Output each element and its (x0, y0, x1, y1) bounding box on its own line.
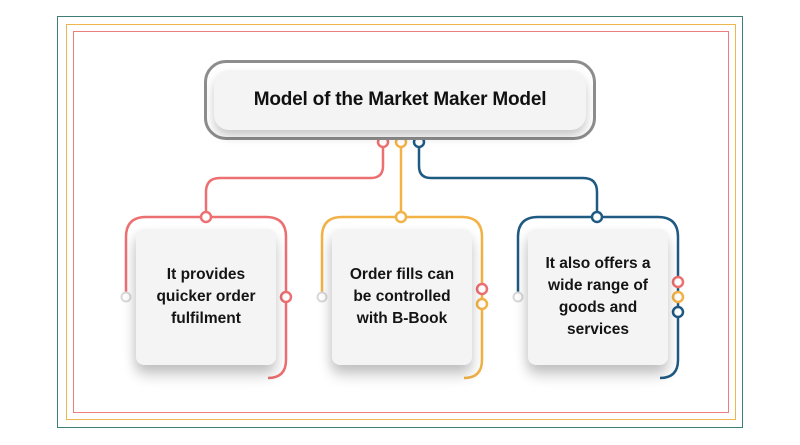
card-3-top-node (590, 210, 604, 224)
middle-frame (66, 24, 736, 420)
card-2-right-node-orange (475, 297, 489, 311)
card-2-left-node (316, 291, 328, 303)
inner-frame (73, 31, 729, 413)
card-1-left-node (120, 291, 132, 303)
card-quicker-fulfilment: It provides quicker order fulfilment (136, 229, 276, 365)
outer-frame (57, 16, 743, 428)
card-3-bracket (516, 215, 680, 380)
title-box: Model of the Market Maker Model (204, 60, 596, 140)
card-goods-services: It also offers a wide range of goods and… (528, 229, 668, 365)
card-3-right-node-red (671, 275, 685, 289)
card-3-right-node-navy (671, 305, 685, 319)
connector-red (204, 142, 385, 217)
card-3-left-node (512, 291, 524, 303)
card-2-right-node-red (475, 282, 489, 296)
card-2-top-node (394, 210, 408, 224)
card-1-right-node-red (279, 290, 293, 304)
card-1-bracket (124, 215, 288, 380)
card-b-book: Order fills can be controlled with B-Boo… (332, 229, 472, 365)
diagram-title: Model of the Market Maker Model (214, 70, 586, 130)
card-3-right-node-orange (671, 290, 685, 304)
card-1-top-node (199, 210, 213, 224)
card-2-bracket (320, 215, 484, 380)
connector-navy (417, 142, 599, 217)
